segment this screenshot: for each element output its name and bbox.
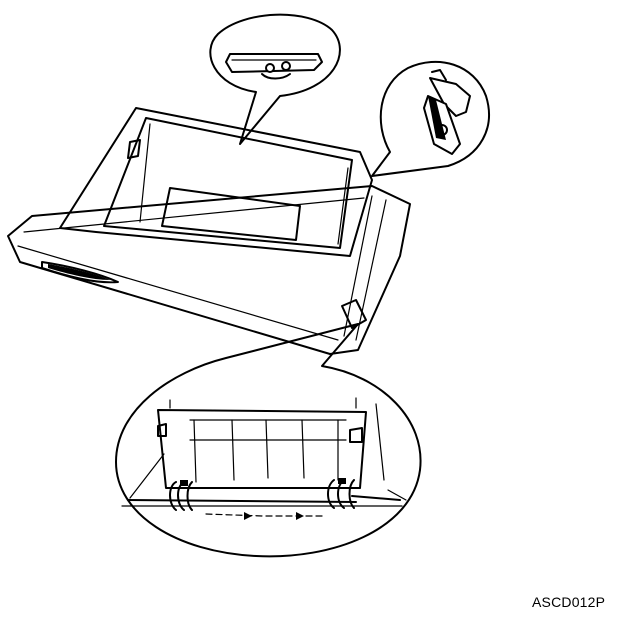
removal-direction-arrow-left: [205, 513, 263, 517]
callout-bubble-top: [209, 13, 341, 145]
stopper-screw-left-icon: [265, 63, 275, 73]
glove-box-bin: [59, 107, 373, 257]
glove-box-label-window: [161, 187, 301, 241]
right-hinge-pivot: [327, 478, 355, 509]
callout-bubble-bottom: [115, 323, 422, 558]
figure-code: ASCD012P: [532, 594, 606, 610]
stopper-callout: [209, 13, 341, 145]
glove-box-assembly: [7, 107, 411, 355]
glove-box-inner-rim: [103, 117, 353, 249]
left-hinge-pivot: [169, 480, 193, 511]
hinge-detail-callout: [115, 323, 422, 558]
callout-bubble-right: [371, 60, 490, 177]
hinge-housing: [157, 409, 367, 489]
hinge-rail: [127, 499, 357, 503]
hinge-clip-callout: [371, 60, 490, 177]
stopper-screw-right-icon: [281, 61, 291, 71]
stopper-part: [225, 53, 323, 73]
glove-box-handle-recess: [41, 261, 119, 284]
glove-box-lid: [7, 185, 411, 355]
